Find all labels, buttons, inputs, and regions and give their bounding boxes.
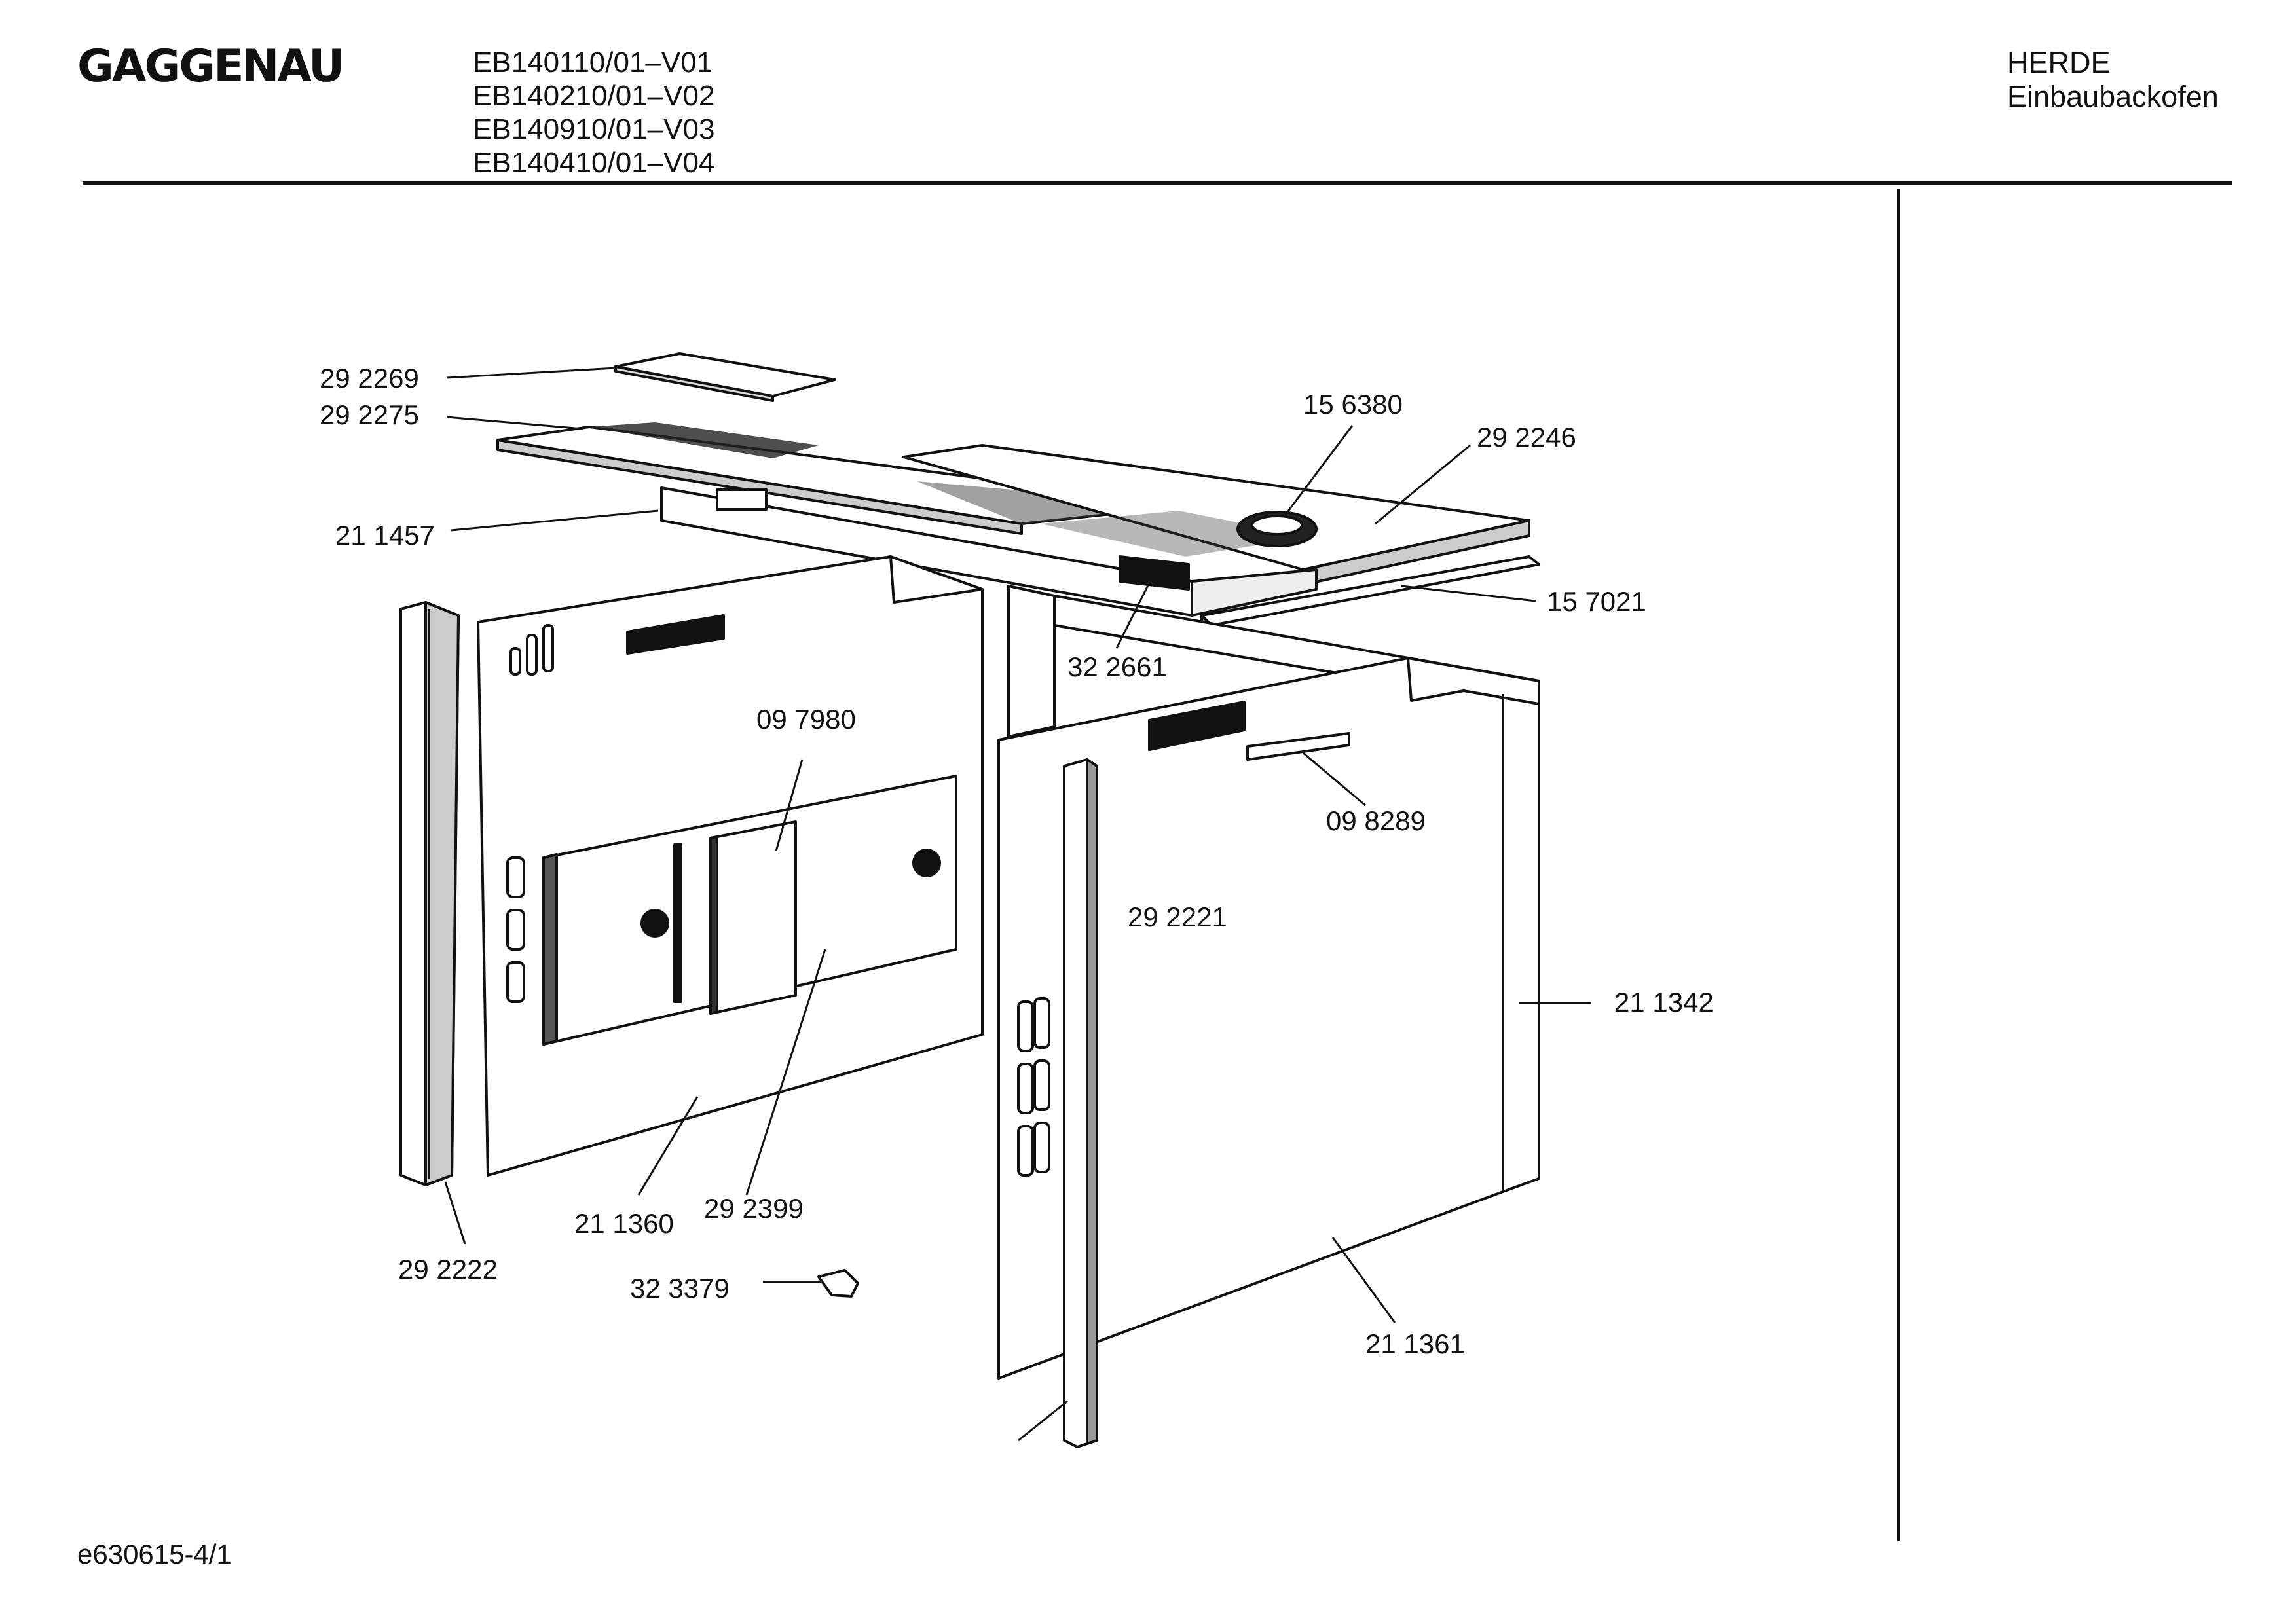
part-label: 15 7021 [1547, 586, 1646, 617]
part-label: 09 8289 [1326, 805, 1426, 836]
part-label: 29 2246 [1477, 422, 1576, 452]
top-plate [496, 422, 1190, 535]
part-label: 29 2221 [1128, 902, 1227, 932]
front-channel [660, 486, 1318, 617]
part-label: 29 2269 [320, 363, 419, 394]
leader-lines [444, 367, 1591, 1442]
category-title: HERDE [2007, 46, 2111, 79]
part-label: 29 2399 [704, 1193, 804, 1224]
category-block: HERDE Einbaubackofen [2007, 46, 2219, 114]
front-vertical-rail [1063, 758, 1098, 1448]
cover-plate [614, 352, 836, 402]
top-right-panel [902, 444, 1530, 586]
part-label: 21 1342 [1614, 987, 1714, 1017]
fan-motor [1236, 511, 1318, 547]
part-label: 21 1360 [574, 1208, 674, 1239]
part-label: 29 2275 [320, 399, 419, 430]
part-label: 09 7980 [756, 704, 856, 735]
header-divider [83, 181, 2232, 185]
model-number: EB140910/01–V03 [473, 113, 715, 145]
part-label: 21 1361 [1365, 1328, 1465, 1359]
model-number: EB140110/01–V01 [473, 46, 713, 79]
part-label: 21 1457 [335, 520, 435, 551]
model-number: EB140210/01–V02 [473, 80, 715, 112]
model-list: EB140110/01–V01 EB140210/01–V02 EB140910… [473, 46, 714, 179]
right-margin-rule [1897, 189, 1900, 1541]
clip [817, 1269, 859, 1298]
part-label: 15 6380 [1303, 389, 1403, 420]
model-number: EB140410/01–V04 [473, 147, 715, 179]
drawing-code: e630615-4/1 [77, 1539, 232, 1569]
small-plate [709, 820, 797, 1015]
part-label: 29 2222 [398, 1254, 498, 1285]
category-subtitle: Einbaubackofen [2007, 80, 2219, 113]
right-side-panel [997, 657, 1540, 1380]
part-label: 32 2661 [1067, 651, 1167, 682]
part-label: 32 3379 [630, 1273, 730, 1304]
left-vertical-rail [399, 601, 460, 1186]
brand-logo: GAGGENAU [77, 41, 344, 92]
